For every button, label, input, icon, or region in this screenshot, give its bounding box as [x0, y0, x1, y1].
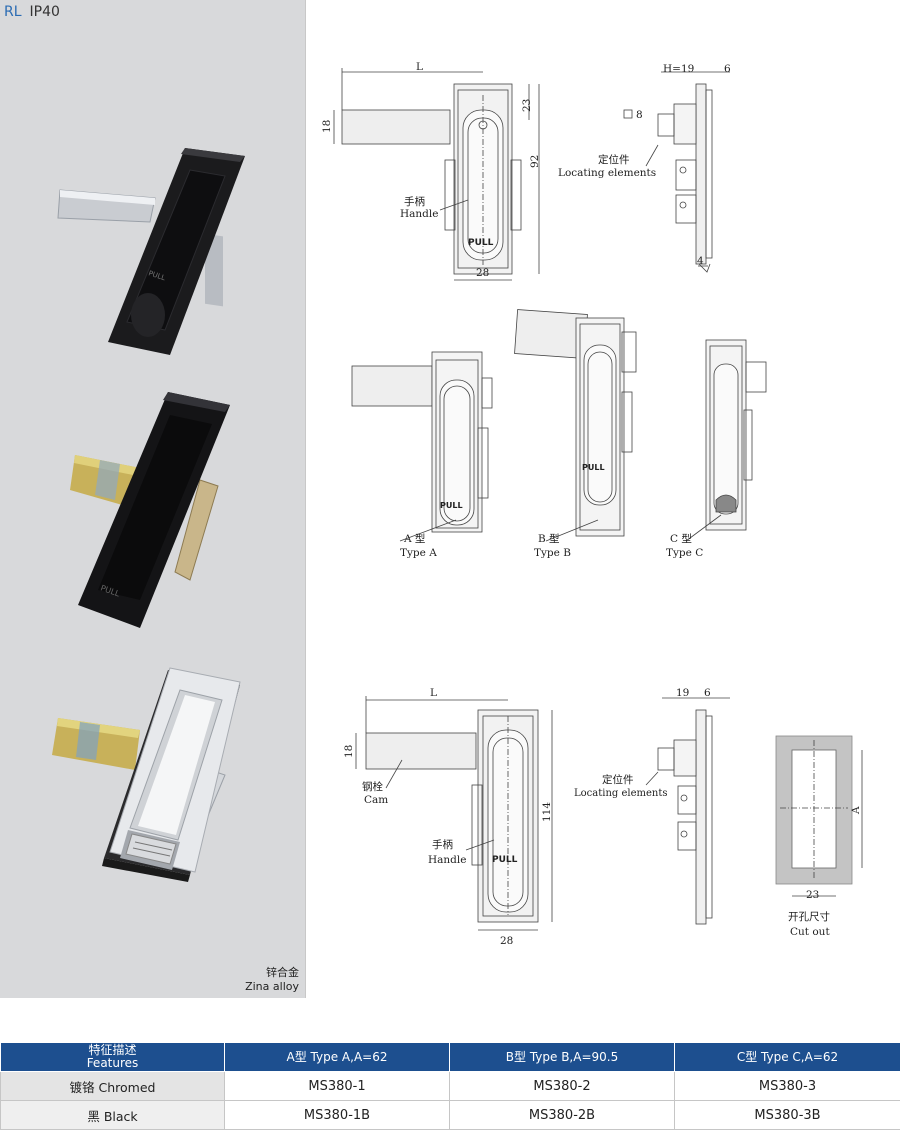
top-locating-cn: 定位件 — [598, 153, 630, 166]
part-number-cell: MS380-2B — [450, 1101, 675, 1130]
bottom-front-view: PULL L 18 114 28 钢栓 Cam 手柄 Handle — [343, 687, 553, 947]
cutout-dim-a: A — [850, 806, 862, 815]
type-c-drawing: C 型 Type C — [666, 340, 766, 559]
bottom-dim-6: 6 — [704, 687, 711, 699]
bottom-cam-cn: 钢栓 — [362, 780, 383, 793]
part-number-cell: MS380-1 — [225, 1072, 450, 1101]
bottom-locating-cn: 定位件 — [602, 773, 634, 786]
type-a-cn: A 型 — [403, 532, 425, 545]
top-dim-4: 4 — [697, 255, 704, 267]
part-number-cell: MS380-3 — [675, 1072, 900, 1101]
type-a-en: Type A — [400, 547, 437, 559]
material-en: Zina alloy — [245, 980, 299, 994]
bottom-dim-28: 28 — [500, 935, 513, 947]
bottom-dim-19: 19 — [676, 687, 689, 699]
top-dim-23: 23 — [521, 99, 533, 112]
top-dim-6: 6 — [724, 63, 731, 75]
table-header-row: 特征描述 Features A型 Type A,A=62 B型 Type B,A… — [1, 1043, 900, 1072]
table-row: 镀铬 Chromed MS380-1 MS380-2 MS380-3 — [1, 1072, 900, 1101]
bottom-cam-en: Cam — [364, 794, 388, 806]
part-number-cell: MS380-3B — [675, 1101, 900, 1130]
cutout-drawing: A 23 开孔尺寸 Cut out — [776, 736, 862, 938]
top-dim-h19: H=19 — [663, 63, 694, 75]
material-label: 锌合金 Zina alloy — [245, 966, 299, 994]
product-photos: PULL PULL — [0, 0, 305, 998]
photo-black-lock-b: PULL — [70, 392, 230, 628]
bottom-handle-cn: 手柄 — [432, 838, 453, 851]
bottom-locating-en: Locating elements — [574, 788, 668, 799]
top-dim-18: 18 — [321, 120, 333, 133]
top-square-8: 8 — [636, 109, 643, 121]
features-table: 特征描述 Features A型 Type A,A=62 B型 Type B,A… — [0, 1042, 900, 1130]
cutout-label-en: Cut out — [790, 926, 830, 938]
cutout-dim-23: 23 — [806, 889, 819, 901]
top-side-view: H=19 6 8 4 定位件 Locating elements — [558, 63, 731, 272]
header-type-c: C型 Type C,A=62 — [675, 1043, 900, 1072]
table-row: 黑 Black MS380-1B MS380-2B MS380-3B — [1, 1101, 900, 1130]
bottom-dim-l: L — [430, 687, 437, 699]
bottom-pull-text: PULL — [492, 855, 518, 865]
type-b-cn: B 型 — [538, 532, 560, 545]
part-number-cell: MS380-2 — [450, 1072, 675, 1101]
type-b-pull: PULL — [582, 463, 605, 472]
part-number-cell: MS380-1B — [225, 1101, 450, 1130]
type-c-cn: C 型 — [670, 532, 692, 545]
feature-cell: 黑 Black — [1, 1101, 225, 1130]
top-dim-92: 92 — [529, 155, 541, 168]
type-a-drawing: PULL A 型 Type A — [352, 352, 492, 559]
top-locating-en: Locating elements — [558, 167, 656, 179]
top-handle-cn: 手柄 — [404, 195, 425, 208]
type-b-en: Type B — [534, 547, 571, 559]
photo-chrome-lock-c — [52, 668, 240, 882]
bottom-side-view: 19 6 定位件 Locating elements — [574, 687, 730, 924]
bottom-dim-114: 114 — [541, 802, 553, 822]
type-c-en: Type C — [666, 547, 703, 559]
bottom-dim-18: 18 — [343, 745, 355, 758]
feature-cell: 镀铬 Chromed — [1, 1072, 225, 1101]
top-dim-l: L — [416, 61, 423, 73]
top-dim-28: 28 — [476, 267, 489, 279]
cutout-label-cn: 开孔尺寸 — [788, 910, 830, 923]
photo-black-lock-a: PULL — [58, 148, 245, 355]
type-a-pull: PULL — [440, 501, 463, 510]
header-type-a: A型 Type A,A=62 — [225, 1043, 450, 1072]
type-b-drawing: PULL B 型 Type B — [515, 310, 636, 559]
header-features: 特征描述 Features — [1, 1043, 225, 1072]
material-cn: 锌合金 — [245, 966, 299, 980]
top-pull-text: PULL — [468, 238, 494, 248]
top-front-view: PULL L 18 23 92 28 手柄 Handle — [321, 61, 541, 280]
top-handle-en: Handle — [400, 208, 438, 220]
technical-drawings: PULL L 18 23 92 28 手柄 Handle H=19 6 8 4 — [306, 0, 900, 998]
header-type-b: B型 Type B,A=90.5 — [450, 1043, 675, 1072]
bottom-handle-en: Handle — [428, 854, 466, 866]
